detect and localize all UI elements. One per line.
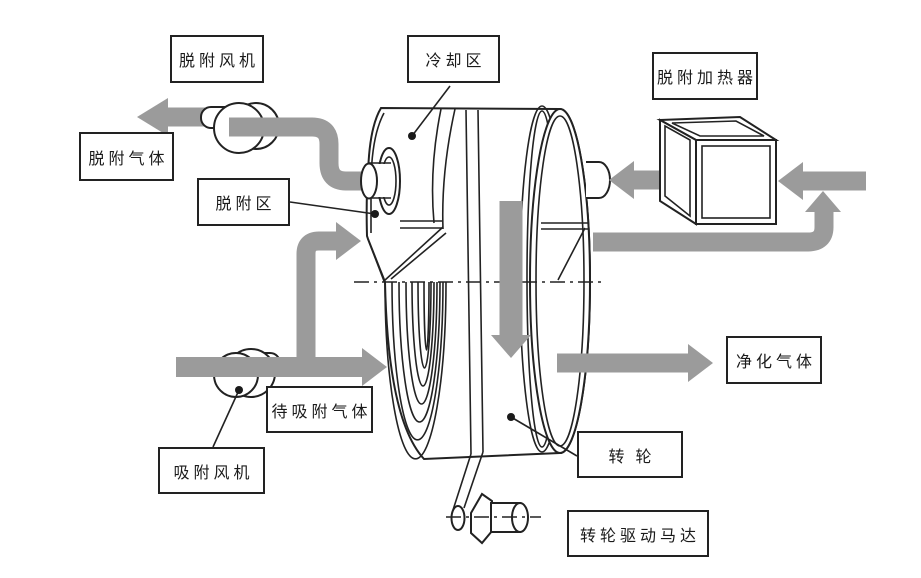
label-desorption-zone: 脱附区: [197, 178, 290, 226]
drive-motor-illustration: [446, 451, 541, 545]
branch-riser-arrow: [296, 222, 361, 371]
label-desorption-gas: 脱附气体: [79, 132, 174, 181]
heater-inlet-arrow: [778, 162, 866, 200]
label-cooling-zone: 冷却区: [407, 35, 500, 83]
label-purified-gas: 净化气体: [726, 336, 822, 384]
label-desorption-fan: 脱附风机: [170, 35, 264, 83]
desorption-heater-icon: [656, 115, 780, 226]
recirculation-arrow: [593, 191, 841, 252]
label-adsorption-fan: 吸附风机: [158, 447, 265, 494]
rotary-wheel-illustration: [354, 105, 611, 461]
label-rotary-wheel-drive-motor: 转轮驱动马达: [567, 510, 709, 557]
label-gas-to-be-adsorbed: 待吸附气体: [266, 386, 373, 433]
purified-gas-arrow: [557, 344, 713, 382]
leader-lines: [212, 85, 578, 457]
inlet-gas-arrow: [176, 348, 387, 386]
label-desorption-heater: 脱附加热器: [652, 52, 758, 100]
desorption-duct-pipe: [229, 117, 367, 191]
label-rotary-wheel: 转轮: [577, 431, 683, 478]
heater-outlet-arrow: [609, 161, 660, 199]
wheel-flow-down-arrow: [491, 201, 531, 358]
